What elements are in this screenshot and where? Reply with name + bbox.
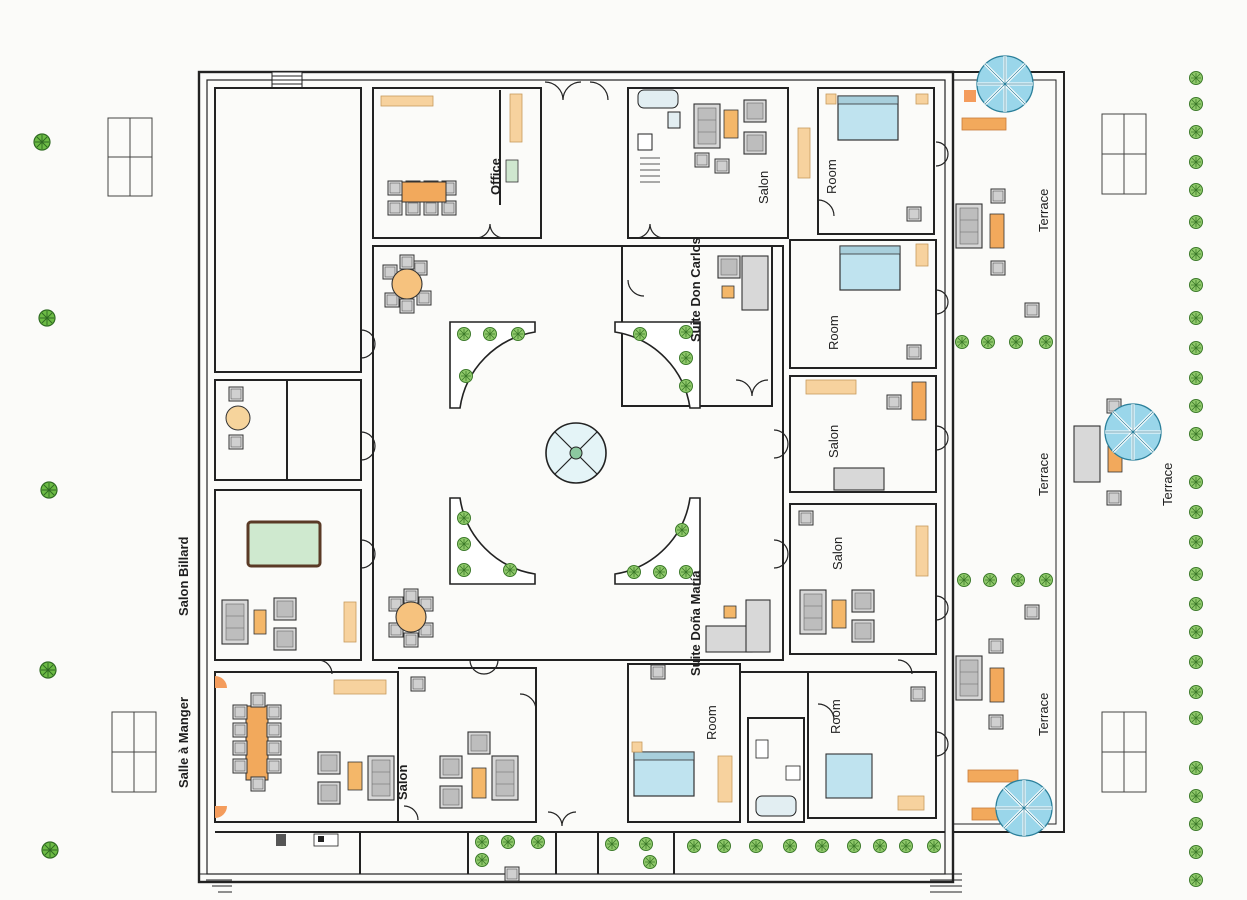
doors (317, 81, 949, 827)
label-suite-don-carlos: Suite Don Carlos (688, 237, 703, 342)
fountain-icon (545, 422, 607, 484)
bath-don-carlos (637, 89, 681, 183)
label-room-4: Room (704, 705, 719, 740)
room-furniture-right (798, 93, 929, 811)
label-office: Office (488, 158, 503, 195)
label-terrace-3: Terrace (1036, 693, 1051, 736)
planter-nw (449, 321, 536, 409)
label-salon-right-2: Salon (830, 537, 845, 570)
label-salon-don-carlos: Salon (756, 171, 771, 204)
label-terrace-1: Terrace (1036, 189, 1051, 232)
stairs-top (271, 71, 303, 89)
planter-ne (614, 321, 701, 409)
garden-trees-left (33, 133, 59, 859)
planter-se (614, 497, 701, 585)
planter-sw (449, 497, 536, 585)
courtyard (382, 254, 701, 648)
round-table-top (382, 254, 432, 314)
round-table-bottom (388, 588, 434, 648)
terrace-furniture (955, 54, 1163, 838)
garden-trees-right (1189, 71, 1203, 887)
label-salon-billard: Salon Billard (176, 536, 191, 616)
stairs-bottom (200, 873, 962, 893)
label-terrace-2: Terrace (1036, 453, 1051, 496)
label-salle-a-manger: Salle à Manger (176, 697, 191, 788)
label-salon-right-1: Salon (826, 425, 841, 458)
label-room-3: Room (828, 699, 843, 734)
suite-dona-maria-furniture (631, 599, 801, 817)
label-terrace-outside: Terrace (1160, 463, 1175, 506)
salon-don-carlos-furniture (693, 99, 811, 311)
label-salon-bottom-left: Salon (395, 765, 410, 800)
label-suite-dona-maria: Suite Doña María (688, 570, 703, 676)
label-room-1: Room (824, 159, 839, 194)
garden-tables (107, 113, 1147, 793)
billiard-table-icon (246, 520, 322, 568)
label-room-2: Room (826, 315, 841, 350)
office-furniture (380, 93, 523, 216)
bottom-planters (276, 833, 941, 882)
left-rooms-furniture (215, 386, 519, 818)
room-labels: Office Suite Don Carlos Suite Doña María… (176, 158, 1175, 800)
